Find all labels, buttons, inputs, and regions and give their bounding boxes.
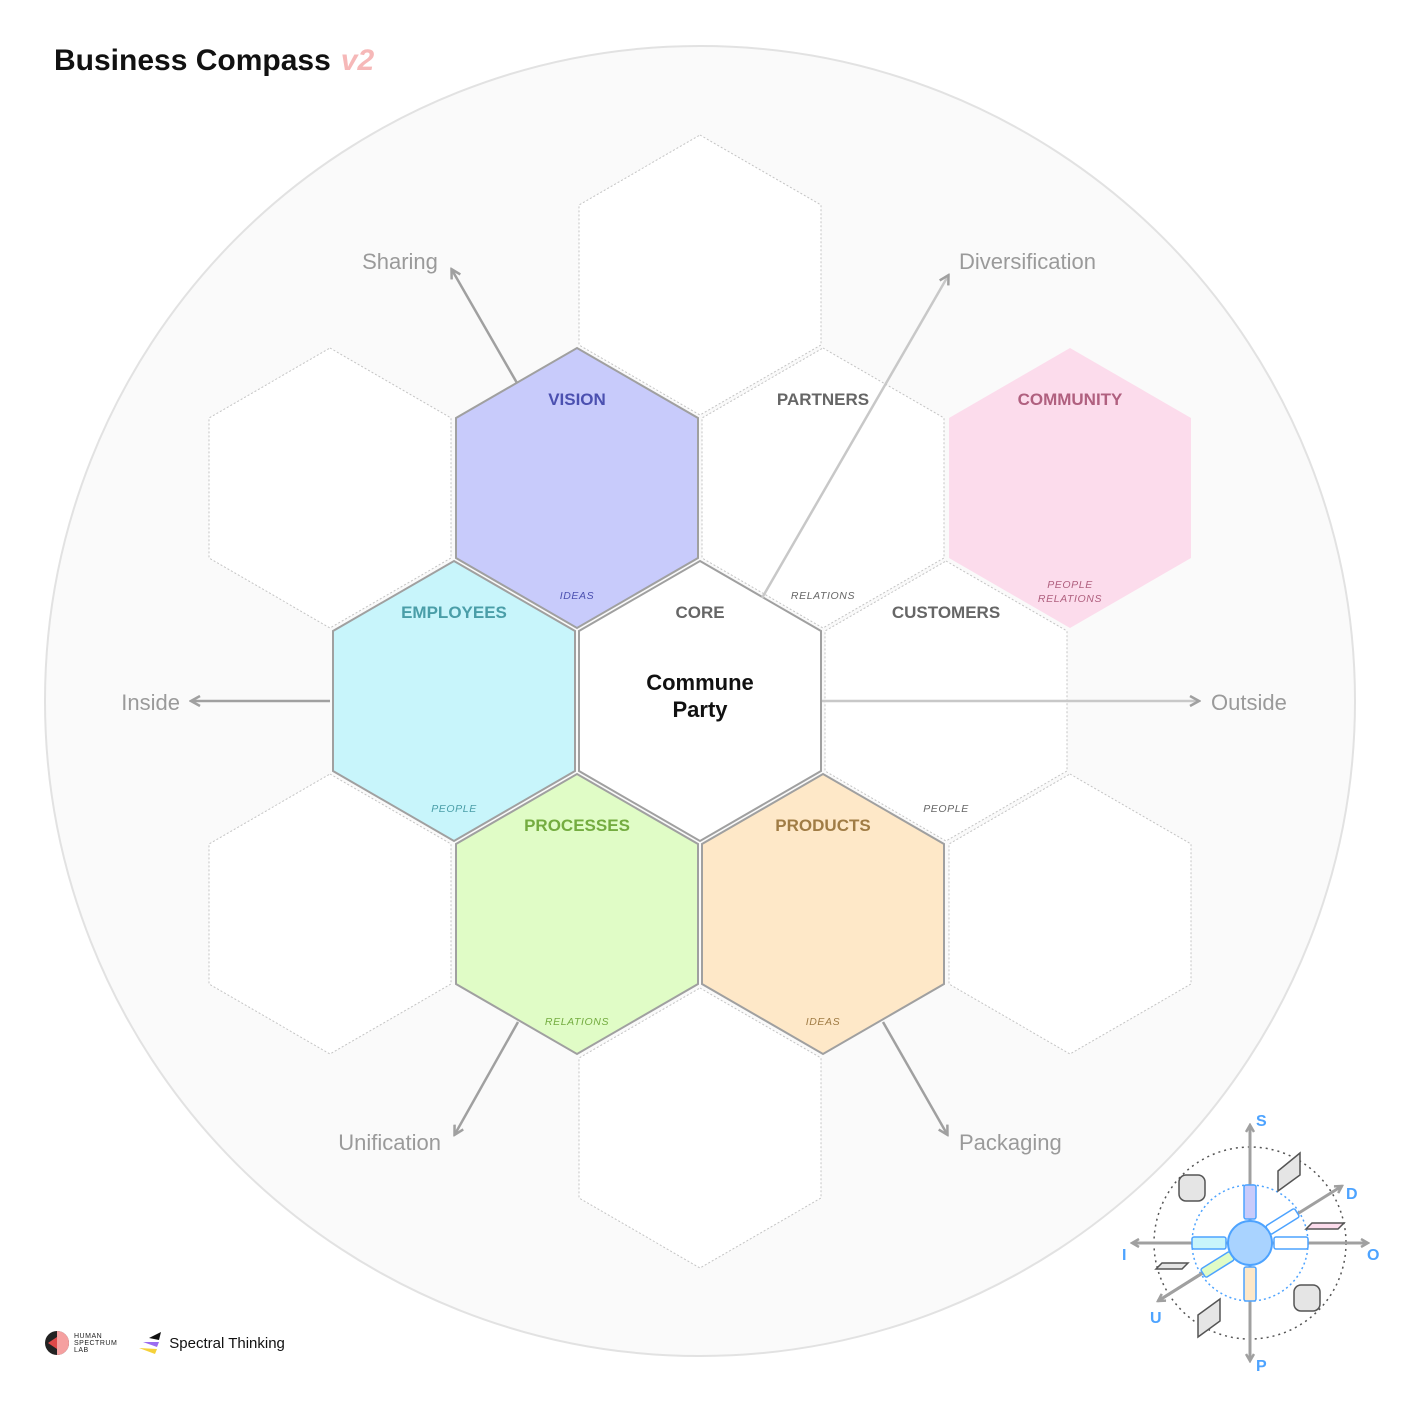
hsl-line2: SPECTRUM [74,1339,118,1347]
customers-sublabel: PEOPLE [923,803,969,815]
processes-label: PROCESSES [524,816,630,835]
hex-empty-lower-right [948,773,1192,1055]
products-label: PRODUCTS [775,816,870,835]
sharing-arrow [452,270,519,384]
hex-core[interactable] [578,559,822,843]
community-label: COMMUNITY [1018,390,1123,409]
hex-employees[interactable] [332,559,576,843]
hex-empty-bottom [578,987,822,1269]
community-sublabel: PEOPLE [1047,579,1093,591]
hsl-line3: LAB [74,1346,89,1354]
packaging-arrow [881,1021,947,1134]
spectral-thinking-logo: Spectral Thinking [139,1332,285,1354]
hex-community[interactable] [949,348,1191,628]
title-text: Business Compass [54,44,331,77]
direction-label-sharing: Sharing [362,249,438,274]
core-name-line2: Party [672,697,728,722]
unification-arrow [455,1021,520,1134]
hex-empty-top [578,134,822,416]
mini-label-i: I [1122,1247,1126,1264]
page-title: Business Compass v2 [54,44,374,78]
diversification-arrow [760,276,948,599]
spectral-thinking-text: Spectral Thinking [169,1334,285,1352]
direction-label-inside: Inside [121,690,180,715]
mini-label-u: U [1150,1310,1162,1327]
direction-label-diversification: Diversification [959,249,1096,274]
hex-vision[interactable] [455,346,699,630]
direction-label-unification: Unification [338,1130,441,1155]
hex-partners[interactable] [701,347,945,629]
mini-compass: S D O P U I [1122,1113,1379,1375]
products-sublabel: IDEAS [806,1016,841,1028]
direction-label-outside: Outside [1211,690,1287,715]
direction-arrows [192,270,1198,1134]
mini-label-o: O [1367,1247,1379,1264]
mini-label-s: S [1256,1113,1267,1130]
vision-sublabel: IDEAS [560,590,595,602]
core-name-line1: Commune [646,670,754,695]
community-sublabel: RELATIONS [1038,593,1102,605]
hex-processes[interactable] [455,772,699,1056]
direction-label-packaging: Packaging [959,1130,1062,1155]
partners-sublabel: RELATIONS [791,590,855,602]
hsl-line1: HUMAN [74,1332,103,1340]
partners-label: PARTNERS [777,390,869,409]
hex-products[interactable] [701,772,945,1056]
mini-label-p: P [1256,1358,1267,1375]
hex-empty-lower-left [208,773,452,1055]
customers-label: CUSTOMERS [892,603,1000,622]
employees-label: EMPLOYEES [401,603,507,622]
hex-empty-upper-left [208,347,452,629]
vision-label: VISION [548,390,606,409]
core-category-label: CORE [675,603,724,622]
mini-label-d: D [1346,1186,1358,1203]
employees-sublabel: PEOPLE [431,803,477,815]
title-version: v2 [340,44,375,77]
processes-sublabel: RELATIONS [545,1016,609,1028]
spectral-thinking-icon [139,1332,162,1354]
hsl-logo-icon [45,1331,69,1355]
